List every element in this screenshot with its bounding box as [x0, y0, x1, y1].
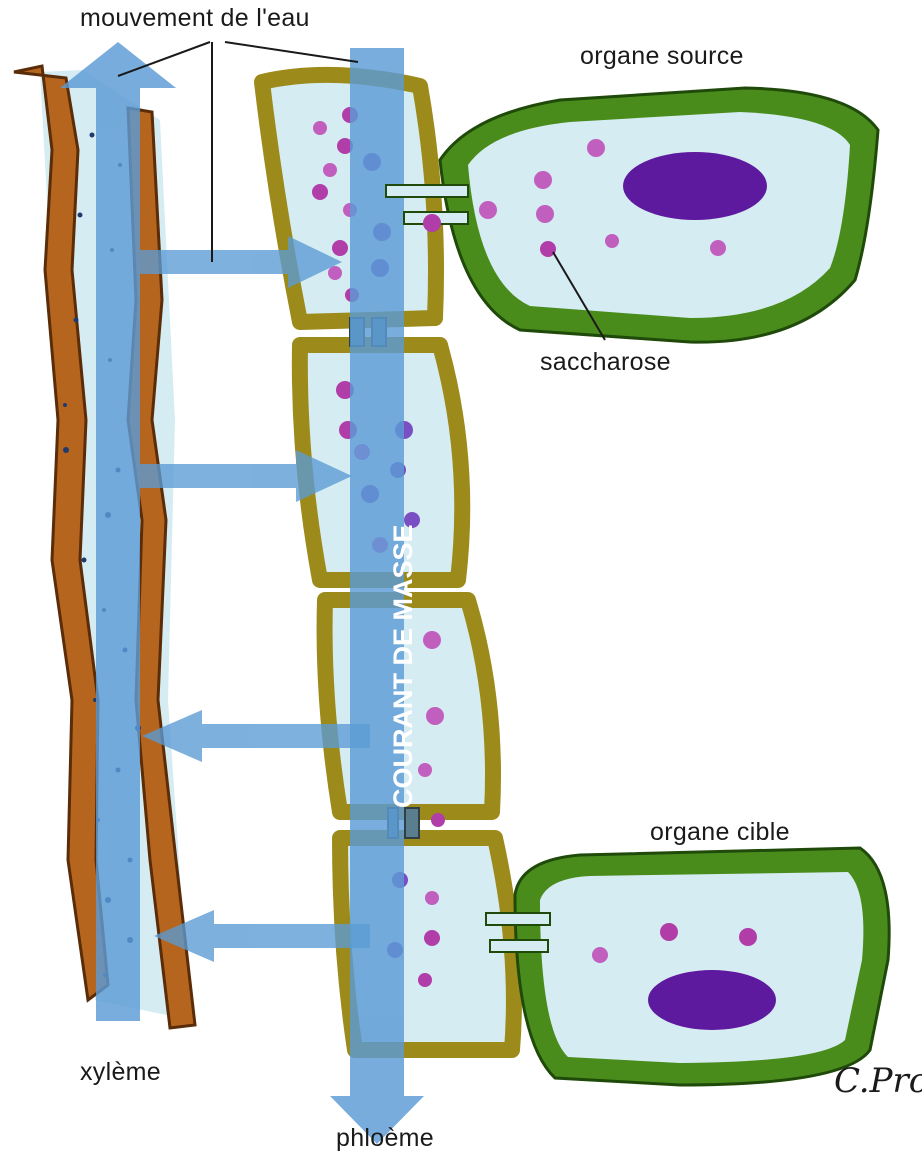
target-cell-cytoplasm — [540, 872, 863, 1063]
water-movement-label: mouvement de l'eau — [80, 4, 310, 33]
target-organ-label: organe cible — [650, 818, 790, 847]
phloem-label: phloème — [336, 1124, 434, 1153]
xylem-vessel — [14, 42, 195, 1028]
target-nucleus — [648, 970, 776, 1030]
sucrose-label: saccharose — [540, 348, 671, 377]
author-signature: C.Proch — [834, 1061, 922, 1101]
xylem-label: xylème — [80, 1058, 161, 1087]
source-organ-label: organe source — [580, 42, 744, 71]
mass-flow-label: COURANT DE MASSE — [388, 524, 418, 808]
target-organ-cell — [486, 848, 889, 1085]
source-organ-cell — [386, 88, 878, 342]
source-nucleus — [623, 152, 767, 220]
